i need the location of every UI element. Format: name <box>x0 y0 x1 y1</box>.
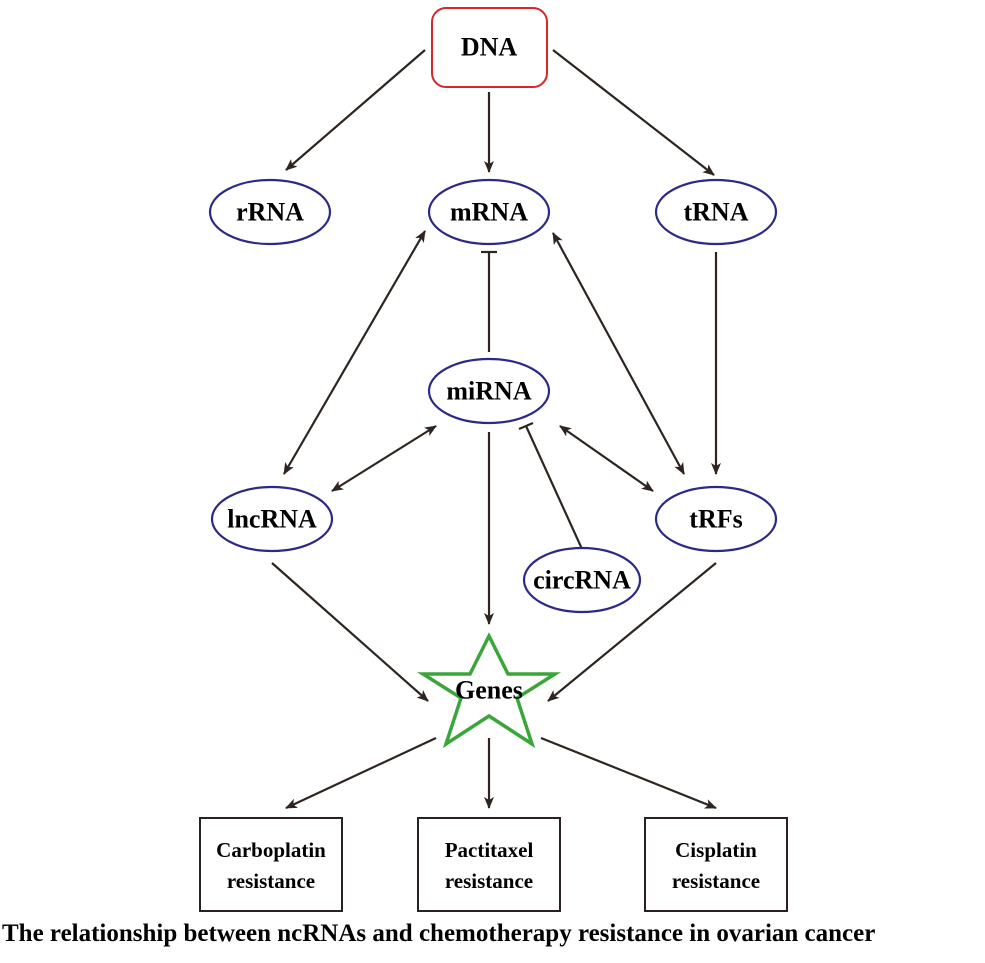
lncrna-label: lncRNA <box>227 505 317 534</box>
genes-star-icon <box>416 632 562 749</box>
edge-lncrna-genes <box>271 562 429 702</box>
trna-node: tRNA <box>654 178 778 246</box>
carboplatin-line1: Carboplatin <box>216 838 326 862</box>
genes-label: Genes <box>455 676 523 705</box>
pactitaxel-line1: Pactitaxel <box>445 838 534 862</box>
dna-label: DNA <box>461 33 518 62</box>
trfs-label: tRFs <box>689 505 742 534</box>
edge-circrna-inhibits-mirna <box>524 425 584 550</box>
trfs-node: tRFs <box>654 485 778 553</box>
carboplatin-line2: resistance <box>227 869 315 893</box>
circrna-node: circRNA <box>522 546 642 614</box>
mrna-node: mRNA <box>427 178 551 246</box>
edge-mrna-lncrna <box>283 230 426 475</box>
circrna-label: circRNA <box>533 566 631 595</box>
rrna-label: rRNA <box>236 198 304 227</box>
edges <box>271 49 721 810</box>
dna-node: DNA <box>431 7 548 88</box>
inhibit-bar-mirna <box>518 421 534 431</box>
carboplatin-box: Carboplatin resistance <box>199 817 343 912</box>
edge-genes-carboplatin <box>285 737 437 809</box>
edge-trfs-genes <box>547 562 717 702</box>
cisplatin-line1: Cisplatin <box>675 838 757 862</box>
edge-mirna-trfs <box>559 425 654 492</box>
rrna-node: rRNA <box>208 178 332 246</box>
mirna-node: miRNA <box>427 357 551 425</box>
pactitaxel-line2: resistance <box>445 869 533 893</box>
cisplatin-line2: resistance <box>672 869 760 893</box>
lncrna-node: lncRNA <box>210 485 334 553</box>
diagram-caption: The relationship between ncRNAs and chem… <box>2 920 876 947</box>
mirna-label: miRNA <box>446 377 531 406</box>
edge-dna-trna <box>552 49 715 176</box>
mrna-label: mRNA <box>450 198 528 227</box>
edge-mrna-trfs <box>552 232 685 475</box>
trna-label: tRNA <box>684 198 749 227</box>
edge-mirna-lncrna <box>331 425 437 492</box>
edge-dna-rrna <box>285 49 426 171</box>
cisplatin-box: Cisplatin resistance <box>644 817 788 912</box>
genes-node: Genes <box>416 632 562 749</box>
edge-genes-cisplatin <box>540 736 717 810</box>
pactitaxel-box: Pactitaxel resistance <box>417 817 561 912</box>
